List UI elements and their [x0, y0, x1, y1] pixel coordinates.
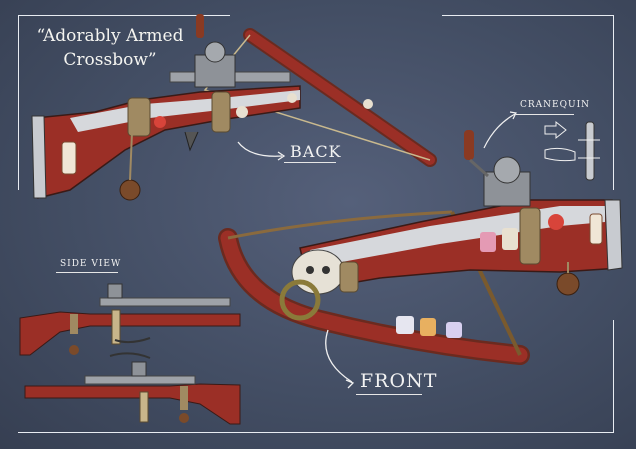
crossbow-side-view-top — [19, 283, 241, 356]
cranequin-label: CRANEQUIN — [520, 100, 591, 110]
frame-top-left — [18, 15, 230, 16]
frame-right-lower — [613, 320, 614, 432]
back-arrow — [237, 141, 283, 157]
frame-left — [18, 15, 19, 190]
page-title: “Adorably Armed Crossbow” — [30, 24, 190, 72]
front-arrow — [325, 329, 353, 383]
frame-bottom — [18, 432, 614, 433]
back-underline — [284, 162, 336, 163]
frame-top-right — [442, 15, 614, 16]
title-line-2: Crossbow” — [63, 50, 157, 70]
side-view-underline — [56, 272, 118, 273]
frame-right — [613, 15, 614, 190]
crossbow-back-view — [31, 14, 437, 201]
cranequin-detail — [483, 111, 600, 181]
front-underline — [356, 394, 422, 395]
front-label: FRONT — [360, 370, 438, 392]
side-view-label: SIDE VIEW — [60, 259, 122, 269]
crossbow-side-view-bottom — [24, 352, 241, 425]
back-label: BACK — [290, 142, 342, 161]
crossbow-front-view — [218, 130, 623, 365]
title-line-1: “Adorably Armed — [36, 26, 184, 46]
cranequin-underline — [516, 114, 574, 115]
